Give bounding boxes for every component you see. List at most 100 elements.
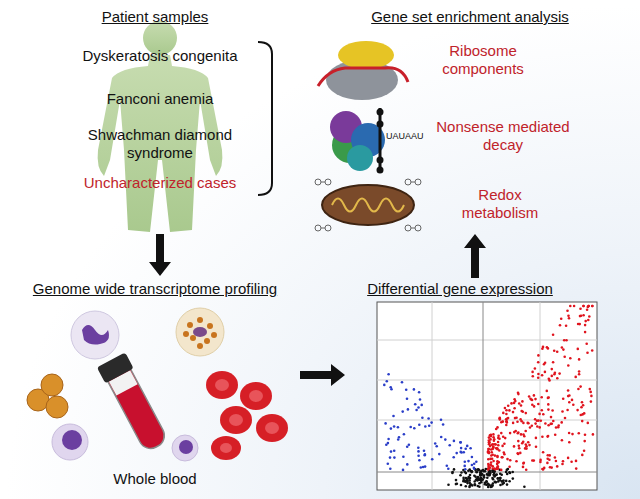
plot-dot	[556, 465, 559, 468]
plot-dot	[497, 437, 500, 440]
plot-dot	[406, 446, 409, 449]
plot-dot	[589, 391, 592, 394]
plot-dot	[523, 461, 526, 464]
plot-dot	[492, 460, 495, 463]
plot-dot	[501, 456, 504, 459]
plot-dot	[494, 454, 497, 457]
plot-dot	[487, 486, 490, 489]
plot-dot	[485, 480, 488, 483]
plot-dot	[586, 308, 589, 311]
plot-dot	[478, 469, 481, 472]
plot-dot	[528, 444, 531, 447]
platelet-cluster	[46, 396, 68, 418]
plot-dot	[586, 352, 589, 355]
plot-dot	[473, 467, 476, 470]
volcano-plot	[377, 302, 597, 490]
plot-dot	[555, 460, 558, 463]
plot-dot	[546, 346, 549, 349]
plot-dot	[397, 426, 400, 429]
plot-dot	[510, 402, 513, 405]
plot-dot	[560, 421, 563, 424]
plot-dot	[479, 478, 482, 481]
plot-dot	[556, 350, 559, 353]
plot-dot	[550, 416, 553, 419]
plot-dot	[546, 462, 549, 465]
plot-dot	[544, 371, 547, 374]
plot-dot	[487, 458, 490, 461]
plot-dot	[486, 476, 489, 479]
plot-dot	[568, 317, 571, 320]
nmd-complex-icon	[347, 145, 373, 171]
plot-dot	[446, 465, 449, 468]
plot-dot	[592, 433, 595, 436]
lymphocytes	[52, 424, 88, 460]
plot-dot	[564, 417, 567, 420]
plot-dot	[420, 466, 423, 469]
plot-dot	[459, 441, 462, 444]
panel-heading: Patient samples	[10, 8, 300, 26]
plot-dot	[474, 484, 477, 487]
plot-dot	[519, 418, 522, 421]
plot-dot	[525, 469, 528, 472]
plot-dot	[551, 368, 554, 371]
plot-dot	[471, 456, 474, 459]
plot-dot	[513, 431, 516, 434]
volcano-plot	[377, 380, 597, 381]
plot-dot	[505, 480, 508, 483]
plot-dot	[512, 477, 515, 480]
plot-dot	[520, 410, 523, 413]
eosinophil	[190, 335, 196, 341]
platelet-cluster	[27, 374, 68, 418]
plot-dot	[508, 466, 511, 469]
plot-dot	[518, 402, 521, 405]
red-blood-cells	[220, 406, 252, 434]
plot-dot	[579, 308, 582, 311]
mitochondrion-icon	[415, 225, 421, 231]
item-text: Ribosome components	[428, 42, 538, 78]
plot-dot	[531, 399, 534, 402]
plot-dot	[558, 372, 561, 375]
plot-dot	[575, 467, 578, 470]
plot-dot	[547, 397, 550, 400]
plot-dot	[581, 401, 584, 404]
plot-dot	[585, 343, 588, 346]
plot-dot	[460, 484, 463, 487]
plot-dot	[488, 474, 491, 477]
plot-dot	[488, 443, 491, 446]
plot-dot	[562, 398, 565, 401]
plot-dot	[438, 453, 441, 456]
plot-dot	[573, 305, 576, 308]
plot-dot	[492, 470, 495, 473]
plot-dot	[464, 460, 467, 463]
plot-dot	[418, 459, 421, 462]
plot-dot	[531, 459, 534, 462]
plot-dot	[406, 397, 409, 400]
plot-dot	[466, 445, 469, 448]
plot-dot	[547, 403, 550, 406]
plot-dot	[561, 463, 564, 466]
plot-dot	[468, 482, 471, 485]
plot-dot	[390, 388, 393, 391]
plot-dot	[584, 434, 587, 437]
plot-dot	[561, 410, 564, 413]
plot-dot	[451, 472, 454, 475]
plot-dot	[489, 434, 492, 437]
eosinophil	[193, 327, 207, 337]
volcano-plot	[377, 302, 597, 490]
ribosome-icon	[318, 41, 408, 100]
volcano-plot	[377, 420, 597, 421]
plot-dot	[471, 464, 474, 467]
plot-dot	[495, 474, 498, 477]
eosinophil	[183, 331, 189, 337]
nmd-complex-icon	[330, 108, 385, 174]
plot-dot	[430, 421, 433, 424]
plot-dot	[544, 422, 547, 425]
flow-arrow	[464, 234, 486, 278]
eosinophil	[207, 323, 213, 329]
plot-dot	[523, 486, 526, 489]
blood-tube	[97, 352, 134, 383]
plot-dot	[384, 422, 387, 425]
plot-dot	[453, 440, 456, 443]
plot-dot	[527, 441, 530, 444]
plot-dot	[494, 481, 497, 484]
